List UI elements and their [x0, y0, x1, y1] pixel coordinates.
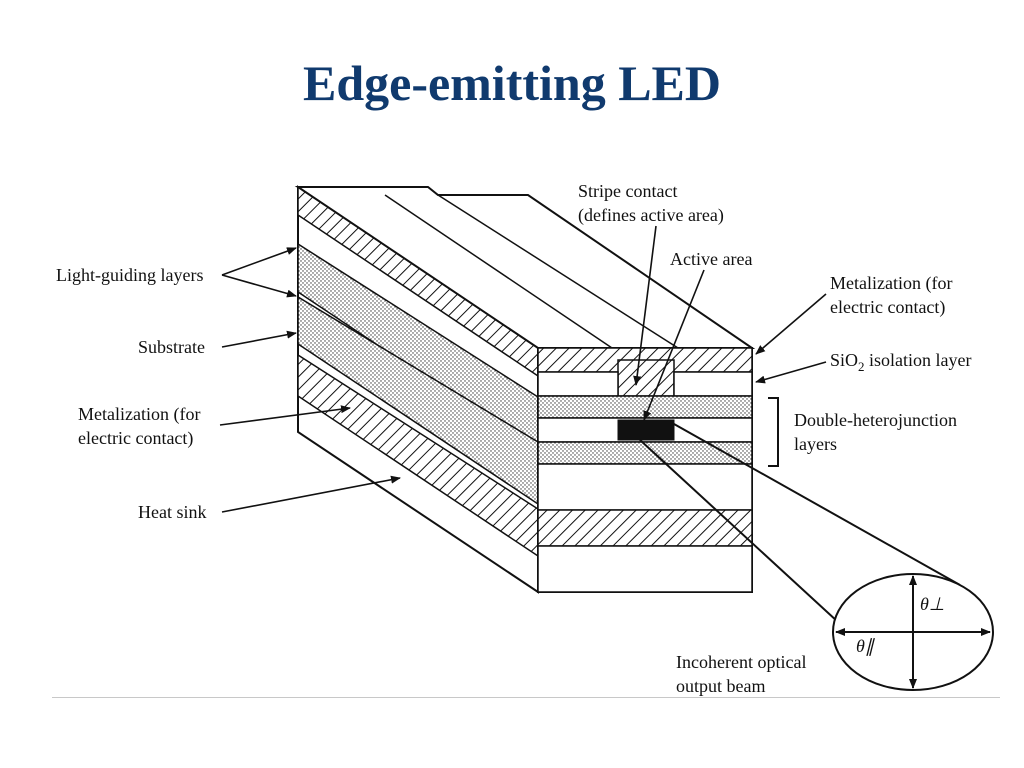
label-double-heterojunction-line2: layers	[794, 434, 837, 454]
sio2-layer-right	[673, 371, 753, 397]
front-heat-sink	[537, 545, 753, 593]
output-beam	[639, 423, 994, 691]
label-sio2-isolation-layer: SiO2 isolation layer	[830, 350, 972, 374]
label-light-guiding-layers: Light-guiding layers	[56, 265, 203, 285]
label-metalization-left-line1: Metalization (for	[78, 404, 200, 425]
label-metalization-left-line2: electric contact)	[78, 428, 193, 449]
label-active-area: Active area	[670, 249, 752, 269]
label-theta-par: θ∥	[856, 636, 876, 656]
label-stripe-contact-line1: Stripe contact	[578, 181, 677, 201]
leader-lines	[219, 225, 827, 513]
front-guide-upper	[537, 395, 753, 419]
label-metalization-right-line1: Metalization (for	[830, 273, 952, 294]
active-area	[617, 419, 675, 441]
sio2-layer-left	[537, 371, 619, 397]
footer-divider	[52, 697, 1000, 698]
dh-bracket	[768, 397, 779, 467]
front-substrate	[537, 463, 753, 511]
led-chip	[294, 185, 756, 594]
label-output-beam-line2: output beam	[676, 676, 765, 696]
label-substrate: Substrate	[138, 337, 205, 357]
label-metalization-right-line2: electric contact)	[830, 297, 945, 318]
label-output-beam-line1: Incoherent optical	[676, 652, 806, 672]
label-heat-sink: Heat sink	[138, 502, 206, 522]
slide-title: Edge-emitting LED	[302, 55, 722, 111]
front-metal-bottom	[537, 509, 753, 547]
label-stripe-contact-line2: (defines active area)	[578, 205, 724, 226]
label-double-heterojunction-line1: Double-heterojunction	[794, 410, 957, 430]
label-theta-perp: θ⊥	[920, 594, 945, 614]
